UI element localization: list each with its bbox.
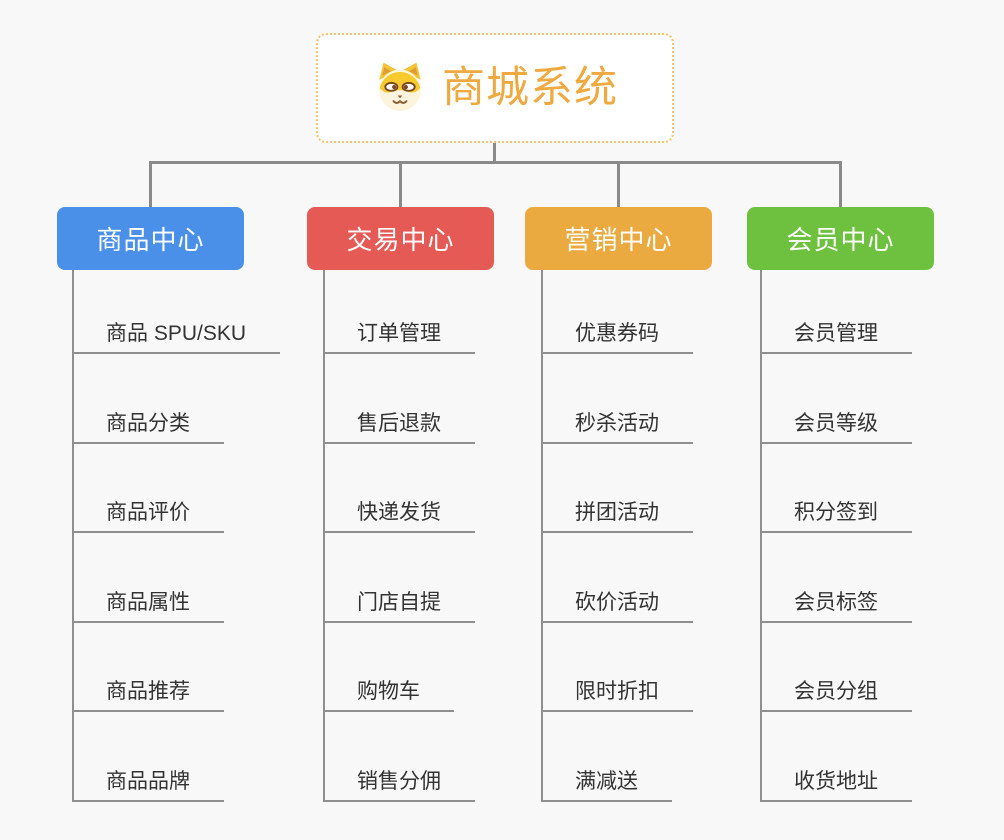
child-node[interactable]: 商品 SPU/SKU <box>72 318 281 354</box>
child-node[interactable]: 商品品牌 <box>72 766 224 802</box>
child-node[interactable]: 会员分组 <box>760 676 912 712</box>
child-node[interactable]: 秒杀活动 <box>541 408 693 444</box>
branch-trunk-product-center <box>72 270 74 802</box>
branch-trunk-trade-center <box>323 270 325 802</box>
child-node[interactable]: 会员管理 <box>760 318 912 354</box>
child-node[interactable]: 拼团活动 <box>541 497 693 533</box>
child-node[interactable]: 门店自提 <box>323 587 475 623</box>
branch-node-trade-center[interactable]: 交易中心 <box>307 207 494 270</box>
child-node[interactable]: 满减送 <box>541 766 672 802</box>
child-node[interactable]: 优惠券码 <box>541 318 693 354</box>
connector-drop-member-center <box>839 161 842 207</box>
child-node[interactable]: 销售分佣 <box>323 766 475 802</box>
root-node-mall-system[interactable]: 商城系统 <box>316 33 674 143</box>
child-node[interactable]: 购物车 <box>323 676 454 712</box>
child-node[interactable]: 收货地址 <box>760 766 912 802</box>
child-node[interactable]: 会员标签 <box>760 587 912 623</box>
connector-drop-product-center <box>149 161 152 207</box>
branch-node-marketing-center[interactable]: 营销中心 <box>525 207 712 270</box>
child-node[interactable]: 订单管理 <box>323 318 475 354</box>
child-node[interactable]: 商品评价 <box>72 497 224 533</box>
branch-trunk-marketing-center <box>541 270 543 802</box>
child-node[interactable]: 积分签到 <box>760 497 912 533</box>
branch-trunk-member-center <box>760 270 762 802</box>
child-node[interactable]: 售后退款 <box>323 408 475 444</box>
child-node[interactable]: 会员等级 <box>760 408 912 444</box>
connector-horizontal <box>149 161 842 164</box>
connector-drop-trade-center <box>399 161 402 207</box>
dog-face-icon <box>372 60 428 117</box>
connector-drop-marketing-center <box>617 161 620 207</box>
branch-node-member-center[interactable]: 会员中心 <box>747 207 934 270</box>
branch-node-product-center[interactable]: 商品中心 <box>57 207 244 270</box>
root-title: 商城系统 <box>442 63 618 112</box>
connector-root-stub <box>493 143 496 162</box>
child-node[interactable]: 商品推荐 <box>72 676 224 712</box>
child-node[interactable]: 砍价活动 <box>541 587 693 623</box>
child-node[interactable]: 限时折扣 <box>541 676 693 712</box>
child-node[interactable]: 快递发货 <box>323 497 475 533</box>
child-node[interactable]: 商品分类 <box>72 408 224 444</box>
child-node[interactable]: 商品属性 <box>72 587 224 623</box>
